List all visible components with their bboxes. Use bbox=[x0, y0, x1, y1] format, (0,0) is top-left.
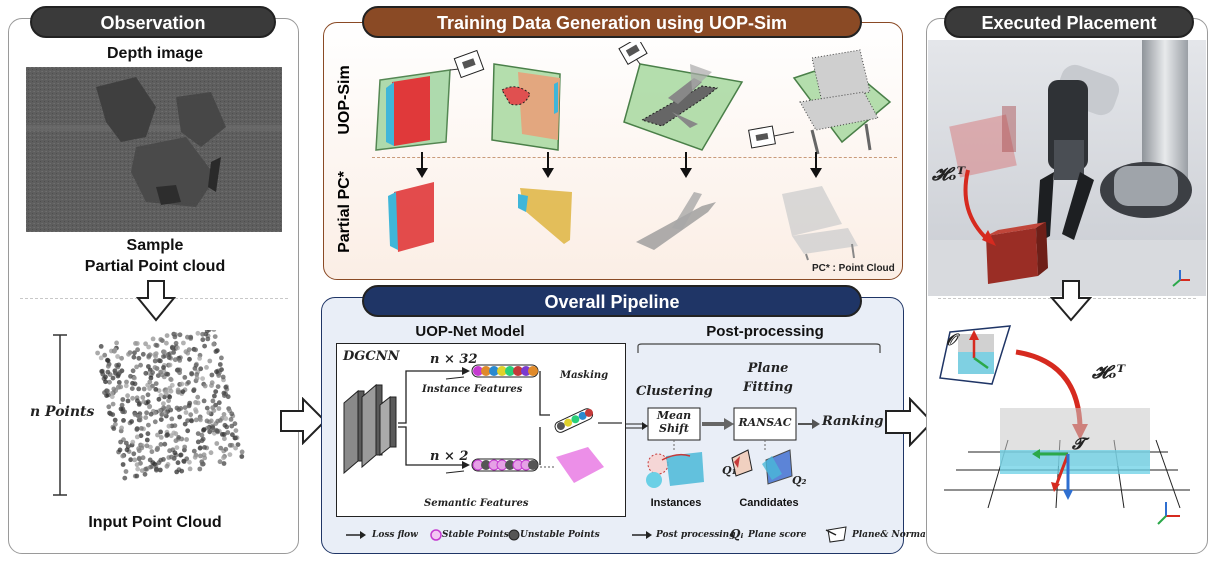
training-header: Training Data Generation using UOP-Sim bbox=[362, 6, 862, 38]
plane-fitting-label-1: Plane bbox=[747, 361, 789, 376]
masking-label: Masking bbox=[560, 370, 609, 381]
partial-pc-objects bbox=[388, 182, 858, 261]
transform-label-top: 𝓗ₒᵀ bbox=[932, 164, 966, 185]
down-arrow-right bbox=[1050, 280, 1092, 322]
sample-label-line1: Sample bbox=[126, 237, 184, 254]
mean-shift-label-1: Mean bbox=[656, 409, 692, 422]
ranking-label: Ranking bbox=[822, 414, 884, 429]
q1-label: Q₁ bbox=[722, 464, 737, 477]
legend-post: Post processing bbox=[656, 530, 736, 540]
candidates-label: Candidates bbox=[739, 497, 799, 509]
model-title: UOP-Net Model bbox=[415, 323, 525, 340]
legend-icons bbox=[346, 526, 847, 543]
down-arrow-left bbox=[136, 280, 176, 322]
training-footnote: PC* : Point Cloud bbox=[812, 263, 895, 274]
right-arrow-to-executed bbox=[885, 397, 934, 447]
training-down-arrows bbox=[416, 152, 822, 178]
legend-plane-score-sym: Qᵢ bbox=[730, 527, 744, 541]
legend-plane-score: Plane score bbox=[748, 530, 807, 540]
transform-label-bottom: 𝓗ₒᵀ bbox=[1092, 362, 1126, 383]
input-point-cloud bbox=[95, 330, 245, 481]
post-title: Post-processing bbox=[706, 323, 824, 340]
training-row1-label: UOP-Sim bbox=[336, 65, 353, 135]
plane-fitting-label-2: Fitting bbox=[743, 380, 793, 395]
legend-unstable: Unstable Points bbox=[520, 530, 600, 540]
inst-dim: n × 32 bbox=[430, 352, 478, 367]
observation-header: Observation bbox=[30, 6, 276, 38]
input-point-cloud-label: Input Point Cloud bbox=[88, 514, 222, 531]
clustering-label: Clustering bbox=[636, 384, 713, 399]
legend-loss-flow: Loss flow bbox=[372, 530, 418, 540]
target-label: 𝓣 bbox=[1072, 434, 1085, 453]
depth-image-label: Depth image bbox=[106, 45, 203, 62]
depth-image bbox=[26, 67, 282, 232]
sample-label-line2: Partial Point cloud bbox=[84, 258, 226, 275]
sem-dim: n × 2 bbox=[430, 449, 469, 464]
legend-plane-normal: Plane& Normal bbox=[852, 530, 930, 540]
right-arrow-to-pipeline bbox=[280, 397, 327, 445]
training-divider bbox=[372, 157, 897, 158]
robot-photo bbox=[928, 40, 1206, 296]
inst-features-label: Instance Features bbox=[422, 384, 523, 395]
pipeline-header: Overall Pipeline bbox=[362, 285, 862, 317]
uop-sim-objects bbox=[375, 42, 892, 155]
object-label: 𝒪 bbox=[946, 330, 957, 349]
ransac-label: RANSAC bbox=[738, 416, 792, 429]
legend-stable: Stable Points bbox=[442, 530, 509, 540]
post-bracket bbox=[637, 343, 881, 353]
q2-label: Q₂ bbox=[792, 474, 807, 487]
training-row2-label: Partial PC* bbox=[336, 171, 353, 253]
dgcnn-label: DGCNN bbox=[343, 349, 400, 364]
instances-label: Instances bbox=[650, 497, 702, 509]
executed-header: Executed Placement bbox=[944, 6, 1194, 38]
placement-scene bbox=[939, 325, 1190, 525]
n-points-label: n Points bbox=[28, 404, 97, 420]
sem-features-label: Semantic Features bbox=[424, 498, 529, 509]
post-processing-diagram bbox=[626, 407, 820, 488]
mean-shift-label-2: Shift bbox=[659, 422, 689, 435]
model-diagram bbox=[343, 364, 622, 483]
